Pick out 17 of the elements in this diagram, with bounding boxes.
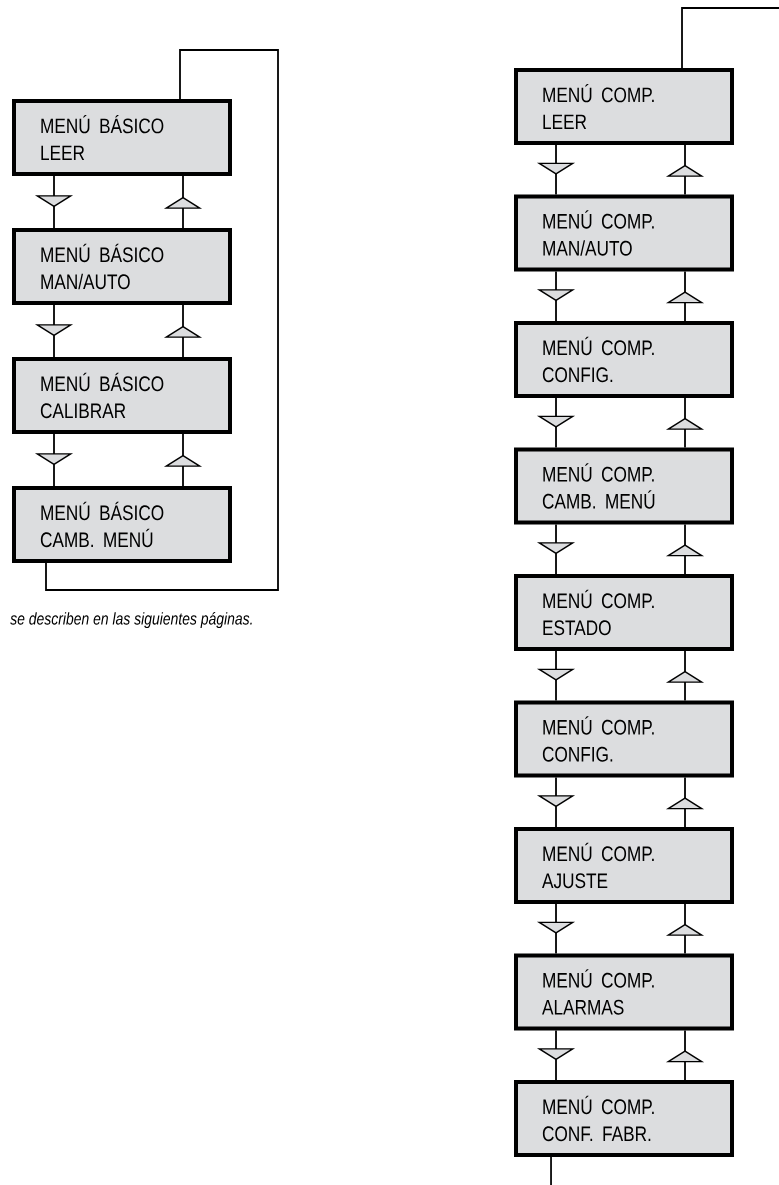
menu-box: MENÚ BÁSICO LEER [12, 99, 232, 176]
menu-box: MENÚ COMP. ESTADO [514, 574, 734, 651]
connector-line [681, 7, 779, 69]
menu-box: MENÚ BÁSICO MAN/AUTO [12, 228, 232, 305]
note-text: se describen en las siguientes páginas. [10, 612, 252, 629]
menu-box: MENÚ COMP. AJUSTE [514, 827, 734, 904]
menu-box: MENÚ BÁSICO CALIBRAR [12, 357, 232, 434]
menu-box: MENÚ COMP. ALARMAS [514, 953, 734, 1031]
connector-line [550, 1156, 552, 1185]
menu-box: MENÚ COMP. MAN/AUTO [514, 194, 734, 272]
menu-box: MENÚ COMP. CONF. FABR. [514, 1080, 734, 1157]
menu-box: MENÚ COMP. CAMB. MENÚ [514, 447, 734, 525]
menu-box: MENÚ BÁSICO CAMB. MENÚ [12, 486, 232, 563]
menu-box: MENÚ COMP. LEER [514, 68, 734, 145]
menu-box: MENÚ COMP. CONFIG. [514, 700, 734, 778]
menu-box: MENÚ COMP. CONFIG. [514, 321, 734, 398]
connector-line [45, 49, 279, 591]
